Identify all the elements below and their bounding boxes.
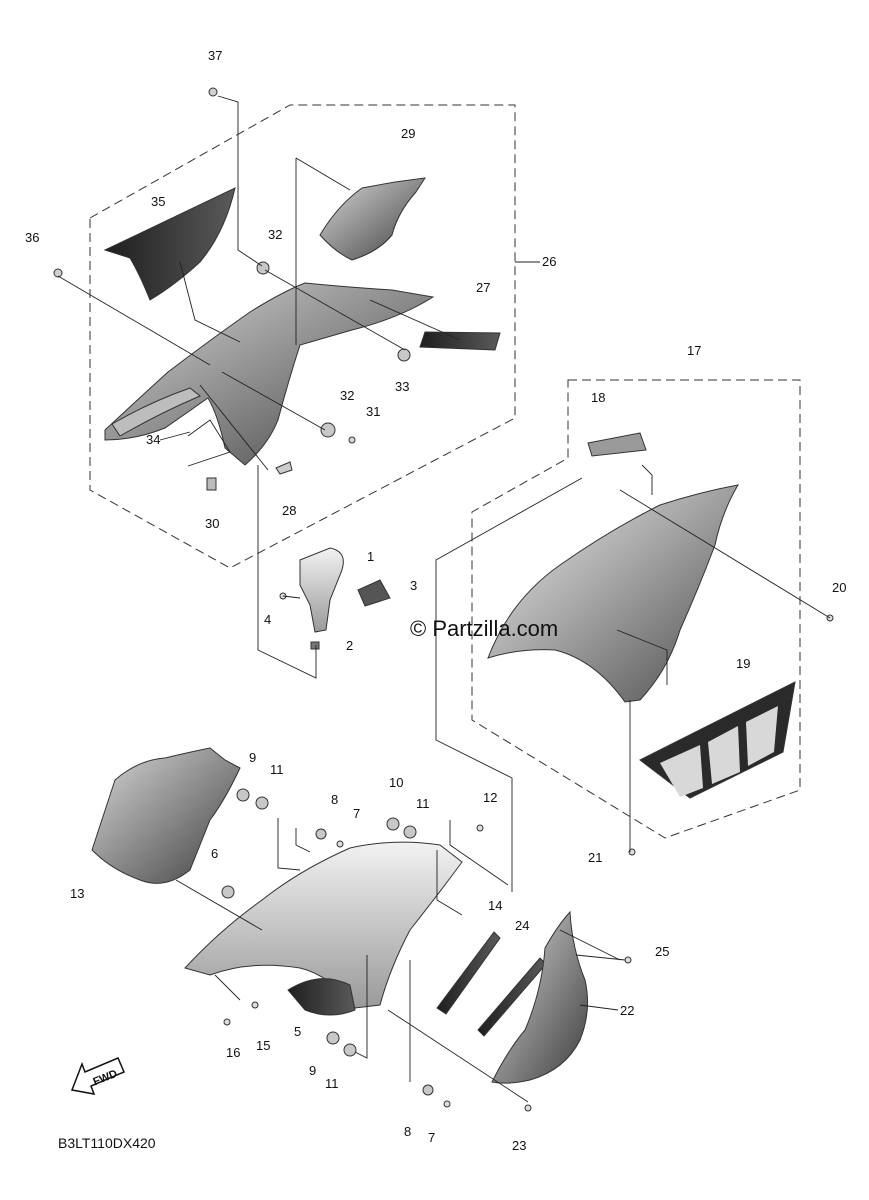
callout-7-upper: 7 bbox=[353, 806, 360, 821]
part-9-grommet-lower bbox=[326, 1031, 340, 1045]
callout-10: 10 bbox=[389, 775, 403, 790]
callout-17: 17 bbox=[687, 343, 701, 358]
callout-25: 25 bbox=[655, 944, 669, 959]
group-26-outline bbox=[89, 104, 516, 569]
part-22-lower-cover bbox=[491, 910, 589, 1084]
part-3-pad bbox=[357, 579, 391, 607]
part-19-decal-panel bbox=[660, 706, 778, 797]
part-34-bracket bbox=[111, 387, 201, 437]
part-23-screw bbox=[524, 1104, 532, 1112]
part-7-screw-lower bbox=[443, 1100, 451, 1108]
part-1-bracket bbox=[299, 547, 344, 633]
callout-labels: 37 29 35 36 32 26 27 33 17 18 32 31 34 2… bbox=[25, 48, 846, 1153]
part-37-clip bbox=[208, 87, 218, 97]
callout-7-lower: 7 bbox=[428, 1130, 435, 1145]
callout-34: 34 bbox=[146, 432, 160, 447]
callout-6: 6 bbox=[211, 846, 218, 861]
leader-lines bbox=[57, 95, 831, 1103]
part-26-side-cover bbox=[104, 282, 435, 466]
fwd-arrow: FWD bbox=[70, 1057, 125, 1095]
part-32-nut-lower bbox=[320, 422, 336, 438]
callout-2: 2 bbox=[346, 638, 353, 653]
part-25-screw bbox=[624, 956, 632, 964]
callout-32-upper: 32 bbox=[268, 227, 282, 242]
callout-26: 26 bbox=[542, 254, 556, 269]
callout-8-upper: 8 bbox=[331, 792, 338, 807]
part-28-clip bbox=[275, 461, 293, 475]
part-36-screw bbox=[53, 268, 63, 278]
part-27-strip bbox=[419, 331, 501, 351]
part-10-grommet bbox=[386, 817, 400, 831]
part-6-grommet bbox=[221, 885, 235, 899]
callout-14: 14 bbox=[488, 898, 502, 913]
callout-27: 27 bbox=[476, 280, 490, 295]
part-21-screw bbox=[628, 848, 636, 856]
callout-23: 23 bbox=[512, 1138, 526, 1153]
callout-13: 13 bbox=[70, 886, 84, 901]
callout-28: 28 bbox=[282, 503, 296, 518]
part-5-frame-lower bbox=[287, 978, 356, 1016]
callout-5: 5 bbox=[294, 1024, 301, 1039]
callout-21: 21 bbox=[588, 850, 602, 865]
callout-37: 37 bbox=[208, 48, 222, 63]
fwd-arrow-icon bbox=[70, 1057, 125, 1095]
part-17-tank-cover bbox=[487, 484, 739, 703]
part-18-emblem bbox=[587, 432, 647, 457]
callout-36: 36 bbox=[25, 230, 39, 245]
part-11-nut-upper-right bbox=[403, 825, 417, 839]
callout-3: 3 bbox=[410, 578, 417, 593]
callout-11-upper-right: 11 bbox=[416, 796, 430, 811]
callout-8-lower: 8 bbox=[404, 1124, 411, 1139]
diagram-code: B3LT110DX420 bbox=[58, 1135, 156, 1151]
callout-9-upper: 9 bbox=[249, 750, 256, 765]
callout-33: 33 bbox=[395, 379, 409, 394]
part-15-screw bbox=[251, 1001, 259, 1009]
part-11-nut-lower bbox=[343, 1043, 357, 1057]
callout-4: 4 bbox=[264, 612, 271, 627]
group-17-outline bbox=[471, 379, 801, 839]
part-33-nut bbox=[397, 348, 411, 362]
callout-16: 16 bbox=[226, 1045, 240, 1060]
part-2-clip bbox=[310, 641, 320, 650]
part-35-panel bbox=[103, 187, 236, 301]
watermark: © Partzilla.com bbox=[410, 616, 558, 641]
part-7-screw-upper bbox=[336, 840, 344, 848]
callout-35: 35 bbox=[151, 194, 165, 209]
part-5-frame bbox=[184, 841, 463, 1009]
callout-11-lower: 11 bbox=[325, 1076, 339, 1091]
part-12-screw bbox=[476, 824, 484, 832]
part-8-collar-upper bbox=[315, 828, 327, 840]
part-13-side-panel bbox=[91, 747, 241, 884]
callout-32-lower: 32 bbox=[340, 388, 354, 403]
callout-20: 20 bbox=[832, 580, 846, 595]
callout-11-upper-left: 11 bbox=[270, 762, 284, 777]
part-14-strip bbox=[436, 931, 501, 1015]
part-31-screw bbox=[348, 436, 356, 444]
callout-12: 12 bbox=[483, 790, 497, 805]
callout-22: 22 bbox=[620, 1003, 634, 1018]
part-29-cover bbox=[319, 177, 427, 261]
callout-19: 19 bbox=[736, 656, 750, 671]
callout-15: 15 bbox=[256, 1038, 270, 1053]
part-16-screw bbox=[223, 1018, 231, 1026]
callout-24: 24 bbox=[515, 918, 529, 933]
part-11-nut-upper-left bbox=[255, 796, 269, 810]
callout-9-lower: 9 bbox=[309, 1063, 316, 1078]
callout-31: 31 bbox=[366, 404, 380, 419]
callout-30: 30 bbox=[205, 516, 219, 531]
callout-1: 1 bbox=[367, 549, 374, 564]
part-8-collar-lower bbox=[422, 1084, 434, 1096]
callout-29: 29 bbox=[401, 126, 415, 141]
part-9-grommet-upper bbox=[236, 788, 250, 802]
part-30-clip bbox=[206, 477, 217, 491]
callout-18: 18 bbox=[591, 390, 605, 405]
